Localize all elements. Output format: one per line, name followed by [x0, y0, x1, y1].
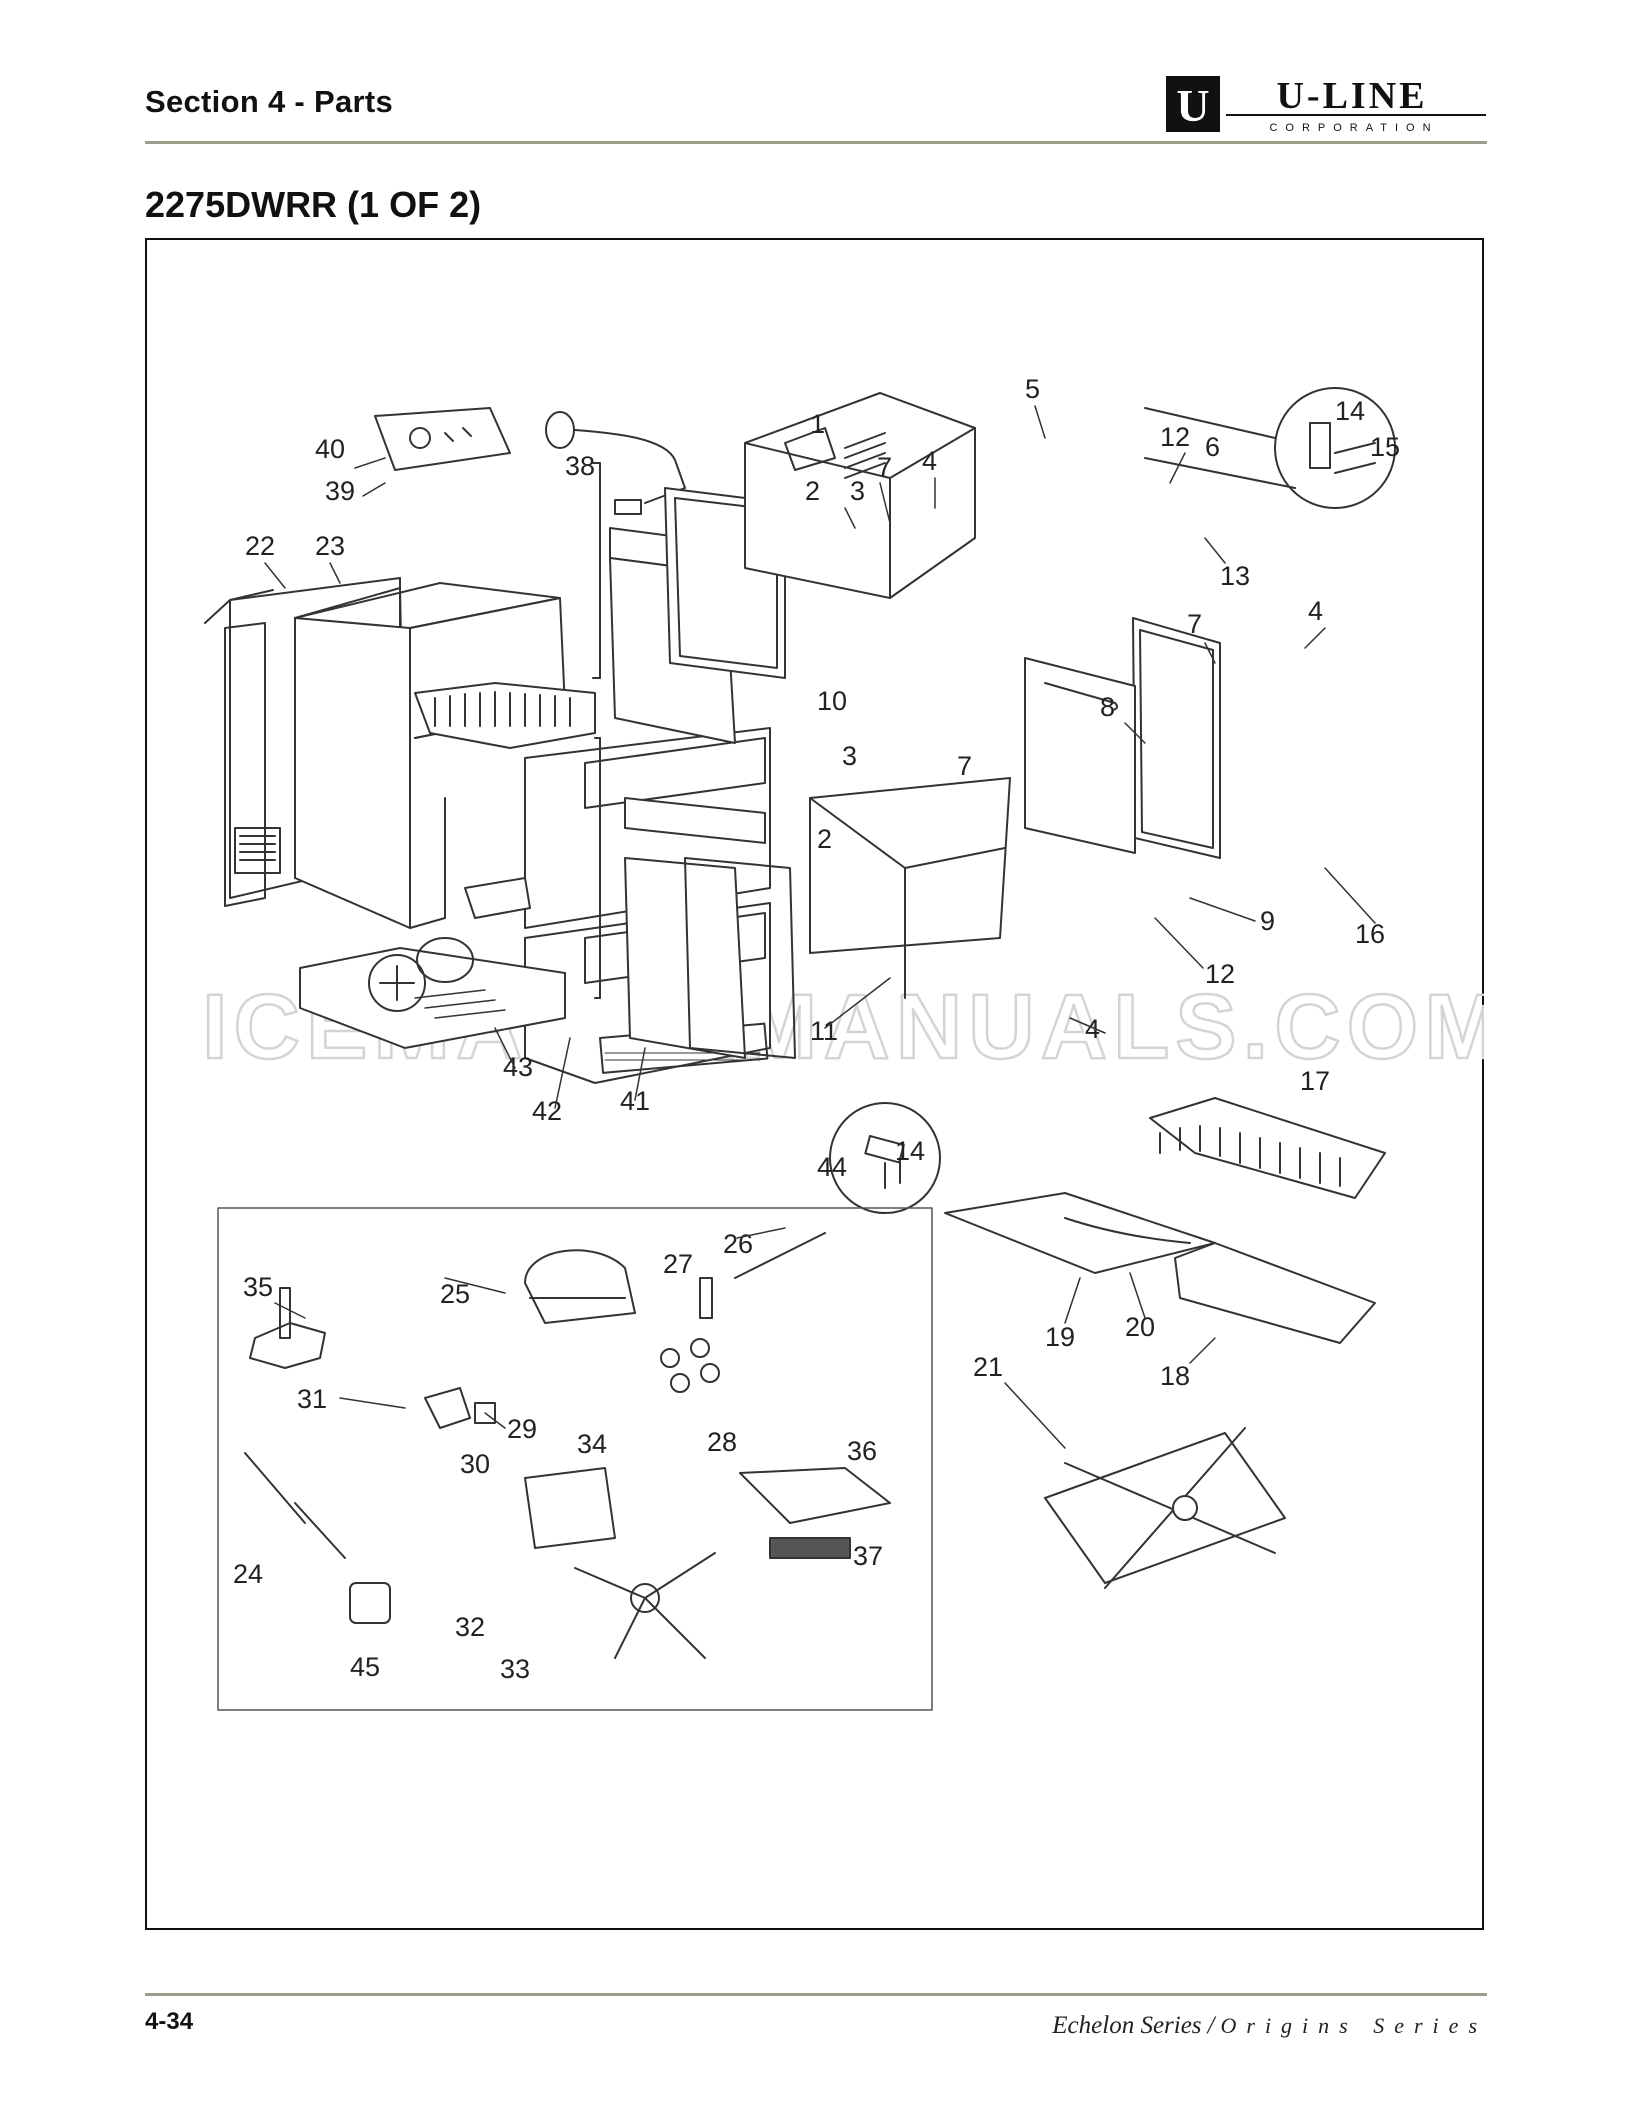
- u-line-logo: U U-LINE CORPORATION: [1166, 75, 1486, 134]
- callout-30: 30: [460, 1449, 490, 1479]
- callout-44: 44: [817, 1152, 847, 1182]
- logo-mark-box: [1166, 76, 1220, 132]
- callout-43: 43: [503, 1052, 533, 1082]
- inset-box: [217, 1207, 933, 1711]
- callout-5: 5: [1025, 374, 1040, 404]
- callout-4a: 4: [922, 446, 937, 476]
- callout-29: 29: [507, 1414, 537, 1444]
- callout-3b: 3: [842, 741, 857, 771]
- callout-2a: 2: [805, 476, 820, 506]
- callout-8: 8: [1100, 692, 1115, 722]
- callout-15: 15: [1370, 432, 1400, 462]
- callout-1: 1: [810, 409, 825, 439]
- callout-7b: 7: [1187, 609, 1202, 639]
- section-title: Section 4 - Parts: [145, 84, 394, 119]
- callout-33: 33: [500, 1654, 530, 1684]
- callout-23: 23: [315, 531, 345, 561]
- page-number: 4-34: [145, 2008, 194, 2035]
- callout-7c: 7: [957, 751, 972, 781]
- lower-drawer-assembly: [594, 617, 1221, 1214]
- callout-35: 35: [243, 1272, 273, 1302]
- callout-24: 24: [233, 1559, 263, 1589]
- logo-mark: U: [1176, 80, 1209, 131]
- logo-brand: U-LINE: [1276, 75, 1427, 117]
- upper-drawer-assembly: [592, 387, 1396, 744]
- callout-20: 20: [1125, 1312, 1155, 1342]
- series-footer: Echelon Series/Origins Series: [1052, 2012, 1487, 2040]
- callout-4c: 4: [1085, 1014, 1100, 1044]
- series-left: Echelon Series: [1052, 2012, 1202, 2039]
- callout-34: 34: [577, 1429, 607, 1459]
- leader-lines: [264, 405, 1376, 1449]
- callout-14b: 14: [895, 1136, 925, 1166]
- callout-37: 37: [853, 1541, 883, 1571]
- callout-31: 31: [297, 1384, 327, 1414]
- callout-14a: 14: [1335, 396, 1365, 426]
- callout-22: 22: [245, 531, 275, 561]
- callout-16: 16: [1355, 919, 1385, 949]
- page-heading: 2275DWRR (1 OF 2): [145, 184, 482, 225]
- series-right: Origins Series: [1220, 2013, 1487, 2038]
- callout-18: 18: [1160, 1361, 1190, 1391]
- callout-9: 9: [1260, 906, 1275, 936]
- callout-10: 10: [817, 686, 847, 716]
- callout-13: 13: [1220, 561, 1250, 591]
- callout-25: 25: [440, 1279, 470, 1309]
- callout-21: 21: [973, 1352, 1003, 1382]
- callout-36: 36: [847, 1436, 877, 1466]
- diagram-frame: [145, 238, 1484, 1930]
- series-separator: /: [1207, 2012, 1215, 2039]
- footer-rule: [145, 1993, 1487, 1996]
- callout-2b: 2: [817, 824, 832, 854]
- callout-45: 45: [350, 1652, 380, 1682]
- callout-7a: 7: [877, 452, 892, 482]
- compressor-parts: [244, 1232, 891, 1659]
- callout-19: 19: [1045, 1322, 1075, 1352]
- callout-39: 39: [325, 476, 355, 506]
- callout-42: 42: [532, 1096, 562, 1126]
- callout-labels: 1 2 3 7 4 5 12 6 14 15 13 7 4 8 10 3 7 2…: [233, 374, 1400, 1684]
- callout-32: 32: [455, 1612, 485, 1642]
- accessories: [944, 1097, 1386, 1589]
- callout-26: 26: [723, 1229, 753, 1259]
- callout-38: 38: [565, 451, 595, 481]
- callout-12b: 12: [1205, 959, 1235, 989]
- callout-6: 6: [1205, 432, 1220, 462]
- callout-27: 27: [663, 1249, 693, 1279]
- callout-12a: 12: [1160, 422, 1190, 452]
- callout-4b: 4: [1308, 596, 1323, 626]
- callout-28: 28: [707, 1427, 737, 1457]
- callout-41: 41: [620, 1086, 650, 1116]
- callout-3a: 3: [850, 476, 865, 506]
- callout-40: 40: [315, 434, 345, 464]
- light-assembly: [374, 407, 686, 515]
- exploded-parts-diagram: ICEMAKERMANUALS.COM: [201, 374, 1484, 1711]
- callout-17: 17: [1300, 1066, 1330, 1096]
- logo-sub: CORPORATION: [1269, 122, 1438, 134]
- header-rule: [145, 141, 1487, 144]
